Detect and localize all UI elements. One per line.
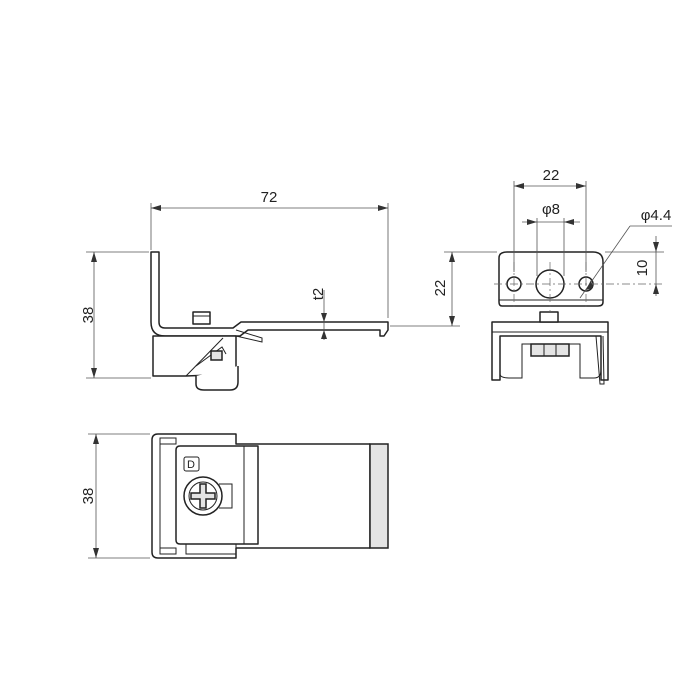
arm-end xyxy=(369,443,389,549)
front-width-label: 72 xyxy=(261,189,278,206)
spring-tab xyxy=(235,329,263,343)
bracket-profile xyxy=(150,251,389,337)
clamp-hole xyxy=(210,350,223,361)
spring-tab-side xyxy=(595,335,605,385)
clamp-jaw xyxy=(185,337,224,377)
screw-head-side xyxy=(539,311,559,323)
side-width-label: 22 xyxy=(543,167,560,184)
side-height-label: 22 xyxy=(432,280,449,297)
small-hole-label: φ4.4 xyxy=(641,207,672,224)
front-view: 72 38 t2 xyxy=(80,189,389,391)
clamp-body-side xyxy=(491,321,609,381)
front-height-label: 38 xyxy=(80,307,97,324)
nut xyxy=(530,343,570,357)
top-view: D 38 xyxy=(80,433,389,559)
top-height-label: 38 xyxy=(80,488,97,505)
side-view: 22 φ8 φ4.4 22 10 xyxy=(390,167,672,385)
clamp-pad xyxy=(195,366,239,391)
offset-label: 10 xyxy=(634,260,651,277)
screw-head xyxy=(192,311,211,325)
thickness-label: t2 xyxy=(310,288,327,301)
large-hole-label: φ8 xyxy=(542,201,560,218)
marking-label: D xyxy=(187,459,195,471)
